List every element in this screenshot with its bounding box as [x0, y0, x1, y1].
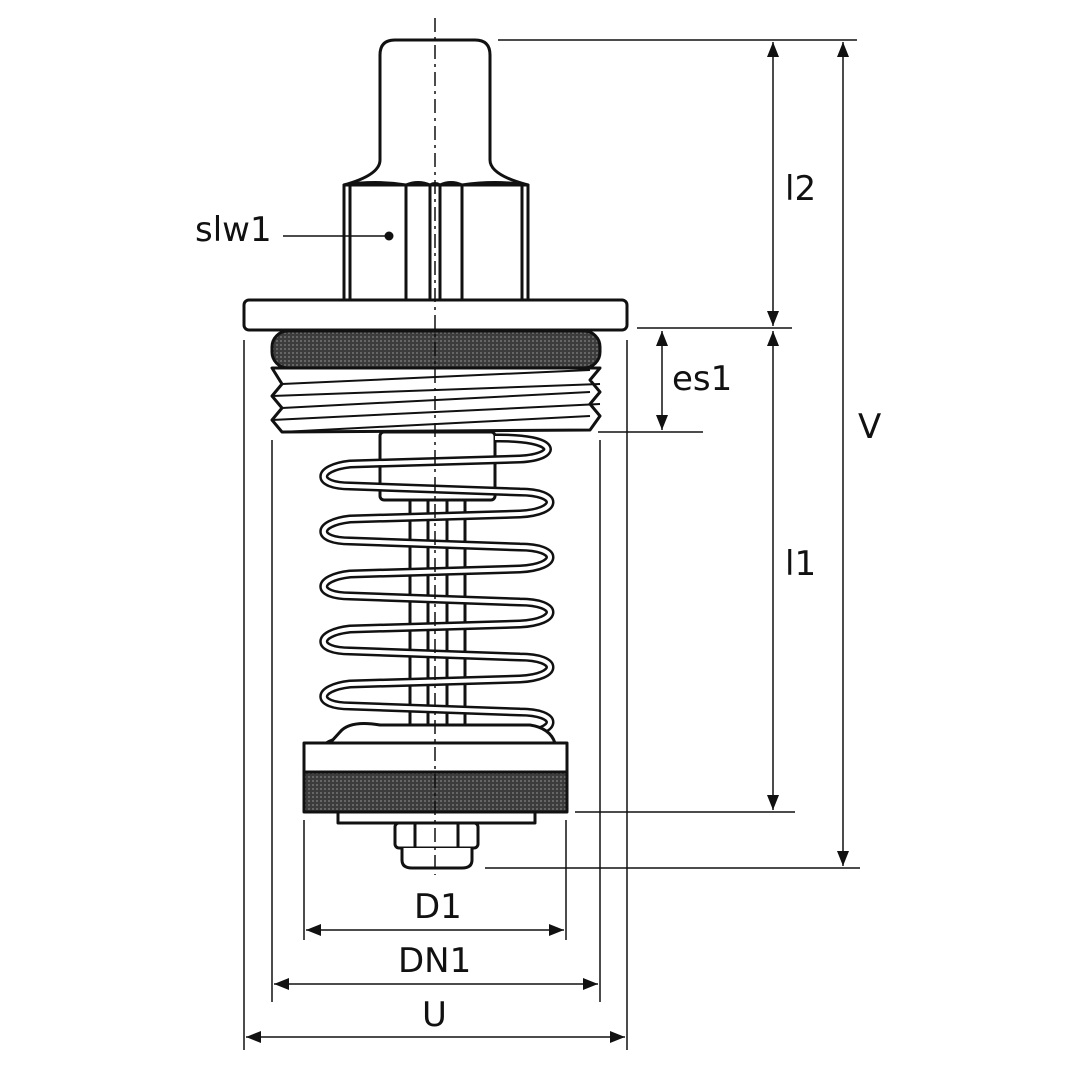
label-D1: D1 [414, 887, 462, 927]
base-plate [336, 810, 537, 825]
label-V: V [858, 407, 882, 447]
threaded-stem [342, 38, 530, 187]
hex-nut [342, 181, 530, 302]
spring-seat [328, 722, 557, 745]
rubber-pad-top [270, 329, 602, 370]
label-DN1: DN1 [398, 941, 472, 981]
label-l1: l1 [785, 544, 817, 584]
label-l2: l2 [785, 169, 817, 209]
label-es1: es1 [672, 359, 733, 399]
lock-nut [393, 821, 480, 870]
label-slw1: slw1 [195, 210, 272, 250]
dimension-lines [243, 39, 860, 1050]
label-U: U [422, 995, 447, 1035]
threaded-housing [270, 366, 602, 434]
